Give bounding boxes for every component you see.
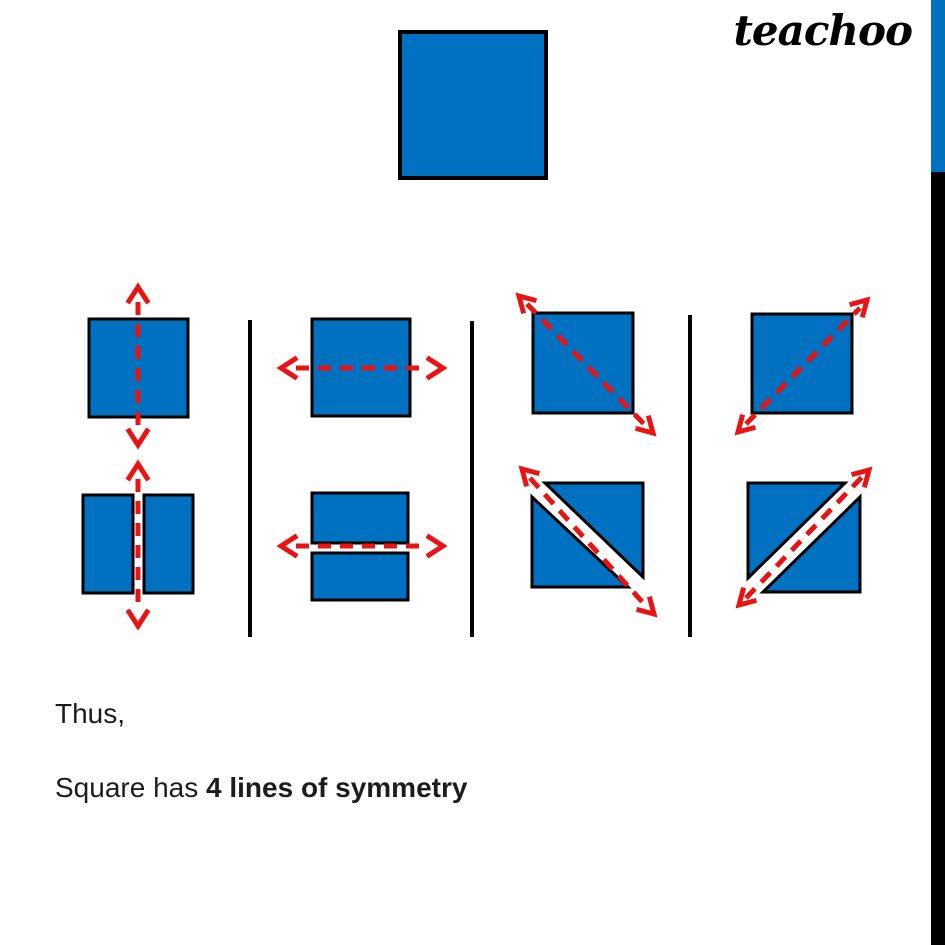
square-symmetry-diagram [81, 30, 873, 637]
conclusion-line-1: Thus, [55, 698, 126, 729]
arrow-down-icon [125, 608, 151, 631]
left-half-shape [81, 493, 135, 595]
arrow-right-icon [425, 533, 448, 559]
reference-square [398, 30, 548, 180]
arrow-up-right-icon [848, 296, 871, 319]
right-half-shape [142, 493, 195, 595]
conclusion-bold-text: 4 lines of symmetry [206, 772, 468, 803]
arrow-up-left-icon [518, 465, 541, 488]
panel-vertical-split [81, 459, 195, 631]
panel-vertical-whole [87, 282, 190, 450]
lower-right-triangle-shape [759, 493, 862, 594]
conclusion-text: Thus, Square has 4 lines of symmetry [55, 698, 467, 804]
arrow-right-icon [425, 355, 448, 381]
bottom-half-shape [310, 551, 410, 602]
top-half-shape [310, 491, 410, 545]
arrow-left-icon [276, 355, 299, 381]
arrow-left-icon [276, 533, 299, 559]
arrow-down-right-icon [635, 595, 658, 618]
arrow-down-right-icon [634, 414, 657, 437]
teachoo-logo: teachoo [733, 6, 913, 55]
panel-diagonal-anti-split [735, 466, 873, 609]
diagonal-symmetry-line [744, 475, 864, 600]
panel-diagonal-main-whole [515, 292, 657, 437]
arrow-down-left-icon [734, 413, 757, 436]
diagonal-symmetry-line [744, 306, 862, 426]
diagonal-symmetry-line [528, 476, 648, 608]
square-shape [750, 312, 854, 415]
lower-left-triangle-shape [530, 493, 632, 589]
conclusion-normal-text: Square has [55, 772, 206, 803]
conclusion-line-2: Square has 4 lines of symmetry [55, 772, 467, 804]
upper-left-triangle-shape [746, 481, 849, 582]
arrow-down-left-icon [735, 586, 758, 609]
panel-diagonal-anti-whole [734, 296, 871, 436]
arrow-up-left-icon [515, 292, 538, 315]
edge-accent-blue [931, 0, 945, 172]
diagonal-symmetry-line [525, 302, 647, 427]
edge-accent-black [931, 172, 945, 945]
upper-right-triangle-shape [541, 481, 645, 581]
panel-diagonal-main-split [518, 465, 658, 618]
arrow-down-icon [125, 427, 151, 450]
panel-horizontal-whole [276, 317, 448, 418]
arrow-up-right-icon [850, 466, 873, 489]
arrow-up-icon [125, 459, 151, 482]
panel-horizontal-split [276, 491, 448, 602]
arrow-up-icon [125, 282, 151, 305]
